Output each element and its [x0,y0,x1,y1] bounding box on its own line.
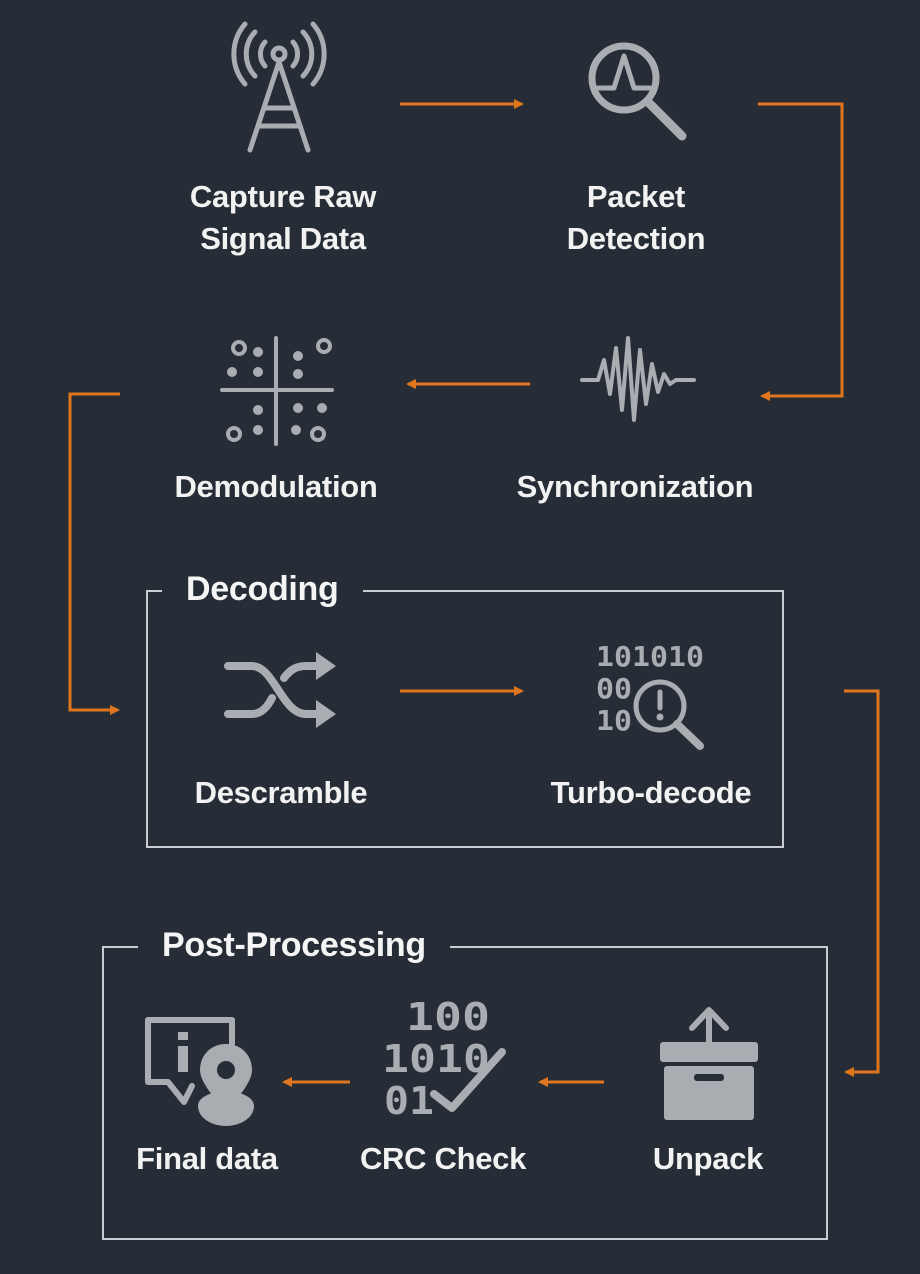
unpack-box-icon [660,1007,758,1120]
crc-icon-row3: 01 [384,1079,434,1123]
turbo-icon-row1: 101010 [596,640,704,673]
arrow-demodulation-to-descramble [68,392,120,715]
turbo-decode-label: Turbo-decode [550,775,752,810]
magnifier-peak-icon [588,42,687,141]
capture-label-line2: Signal Data [200,221,366,256]
crc-icon-row1: 100 [406,995,490,1039]
waveform-icon [580,336,696,422]
capture-label-line1: Capture Raw [189,179,377,214]
unpack-label: Unpack [652,1141,764,1176]
crc-icon-row2: 1010 [382,1037,490,1081]
post-processing-group: Post-Processing [102,920,828,1240]
antenna-tower-icon [231,21,327,153]
decoding-group-title: Decoding [162,564,363,614]
constellation-icon [220,336,334,446]
turbo-icon-row3: 10 [596,704,632,737]
descramble-label: Descramble [194,775,368,810]
demodulation-label: Demodulation [174,469,378,504]
turbo-icon-row2: 00 [596,672,632,705]
shuffle-icon [224,652,336,728]
binary-inspect-icon: 101010 00 10 [596,640,704,750]
arrow-detection-to-sync [758,102,844,401]
detection-label-line1: Packet [586,179,686,214]
arrow-turbo-to-unpack [844,689,880,1077]
post-processing-group-title: Post-Processing [138,920,450,970]
info-location-icon [145,1017,254,1126]
detection-label-line2: Detection [566,221,706,256]
crc-check-label: CRC Check [359,1141,527,1176]
binary-check-icon: 100 1010 01 [382,995,506,1123]
detection-label: Packet Detection [520,176,752,260]
decoding-group: Decoding [146,564,784,848]
synchronization-label: Synchronization [516,469,754,504]
capture-label: Capture Raw Signal Data [150,176,416,260]
final-data-label: Final data [136,1141,278,1176]
